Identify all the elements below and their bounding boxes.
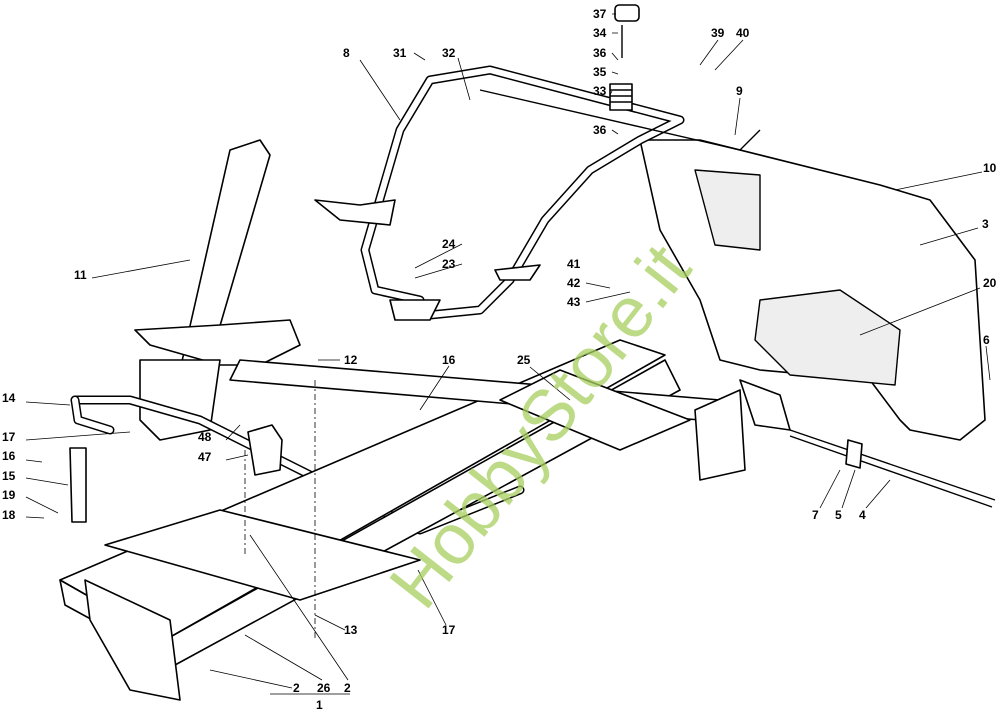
label-35: 35 xyxy=(593,65,607,79)
label-13: 13 xyxy=(344,623,358,637)
label-18: 18 xyxy=(2,508,16,522)
label-15: 15 xyxy=(2,469,16,483)
label-41: 41 xyxy=(567,257,581,271)
bracket-15 xyxy=(69,447,87,523)
label-16: 16 xyxy=(442,353,456,367)
label-24: 24 xyxy=(442,237,456,251)
label-32: 32 xyxy=(442,46,456,60)
label-37: 37 xyxy=(593,7,607,21)
label-2: 2 xyxy=(344,681,351,695)
label-23: 23 xyxy=(442,257,456,271)
label-4: 4 xyxy=(859,508,866,522)
label-47: 47 xyxy=(198,450,212,464)
label-25: 25 xyxy=(517,353,531,367)
label-34: 34 xyxy=(593,26,607,40)
label-17: 17 xyxy=(2,430,16,444)
label-10: 10 xyxy=(983,161,997,175)
label-31: 31 xyxy=(393,46,407,60)
label-6: 6 xyxy=(983,333,990,347)
label-48: 48 xyxy=(198,430,212,444)
label-8: 8 xyxy=(343,46,350,60)
part-labels: 37 34 36 35 33 36 39 40 9 8 31 32 10 3 2… xyxy=(2,7,997,712)
label-3: 3 xyxy=(982,217,989,231)
label-43: 43 xyxy=(567,295,581,309)
label-20: 20 xyxy=(983,276,997,290)
label-16: 16 xyxy=(2,449,16,463)
label-5: 5 xyxy=(835,508,842,522)
label-7: 7 xyxy=(812,508,819,522)
label-17: 17 xyxy=(442,623,456,637)
label-12: 12 xyxy=(344,353,358,367)
label-9: 9 xyxy=(736,84,743,98)
label-40: 40 xyxy=(736,26,750,40)
label-33: 33 xyxy=(593,84,607,98)
label-26: 26 xyxy=(317,681,331,695)
label-19: 19 xyxy=(2,488,16,502)
label-1: 1 xyxy=(316,698,323,712)
label-2: 2 xyxy=(293,681,300,695)
label-14: 14 xyxy=(2,391,16,405)
fender-recess xyxy=(754,289,901,386)
label-36: 36 xyxy=(593,123,607,137)
rear-bracket xyxy=(694,389,746,481)
leader-lines xyxy=(25,13,991,695)
label-42: 42 xyxy=(567,276,581,290)
bumper-37 xyxy=(614,4,640,22)
bracket-47 xyxy=(247,424,283,476)
front-axle-support xyxy=(84,579,181,701)
label-11: 11 xyxy=(74,268,87,282)
fender-opening xyxy=(694,169,761,251)
label-36: 36 xyxy=(593,46,607,60)
label-39: 39 xyxy=(711,26,725,40)
control-rod xyxy=(789,429,996,508)
